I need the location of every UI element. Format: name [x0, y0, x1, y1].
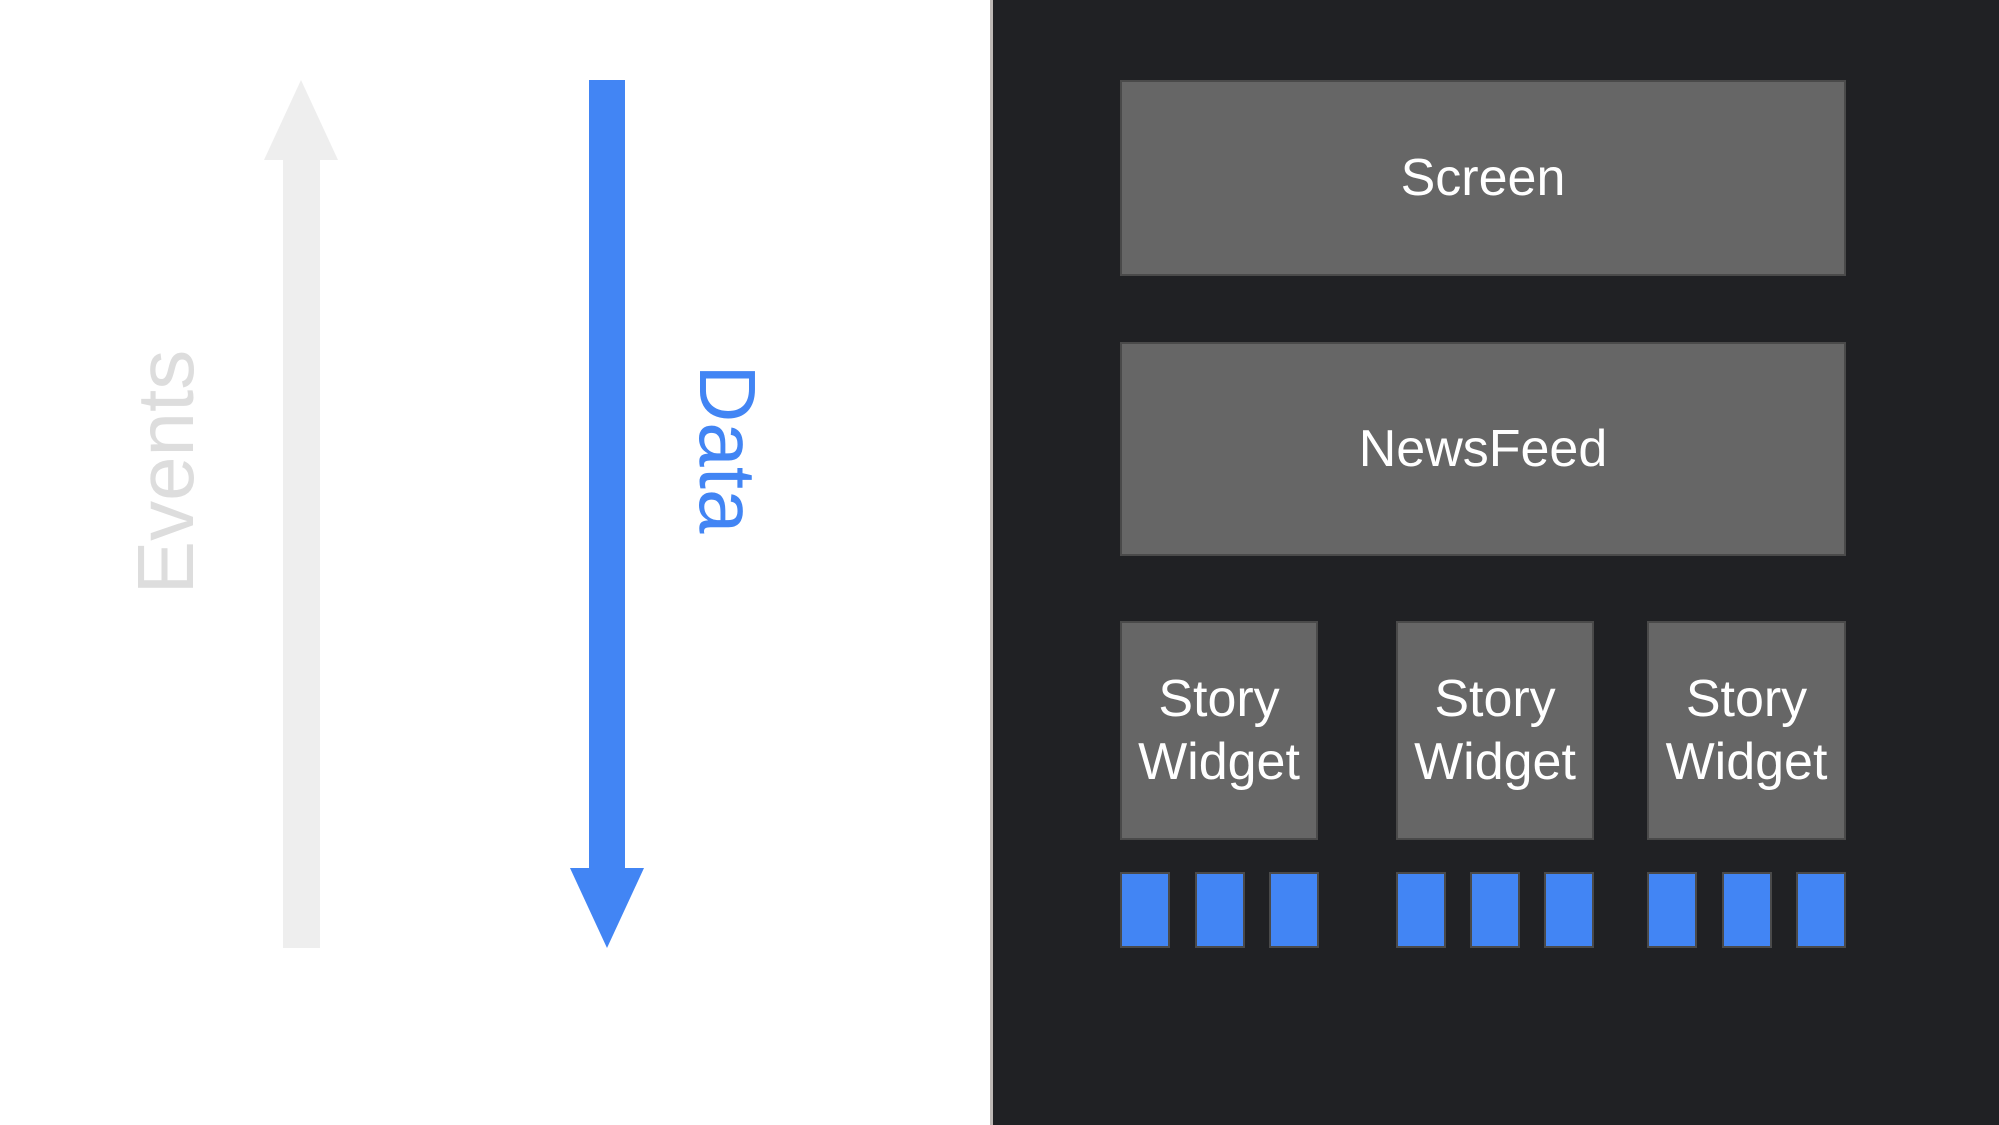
leaf-widget	[1120, 872, 1170, 948]
events-arrow-icon	[264, 80, 338, 948]
screen-label: Screen	[1400, 148, 1566, 207]
leaf-widget	[1796, 872, 1846, 948]
story-widget-line2: Widget	[1138, 732, 1300, 791]
leaf-widget	[1470, 872, 1520, 948]
leaf-widget	[1647, 872, 1697, 948]
newsfeed-box: NewsFeed	[1120, 342, 1846, 556]
data-arrow-icon	[570, 80, 644, 948]
leaf-widget	[1269, 872, 1319, 948]
story-widget-line2: Widget	[1414, 732, 1576, 791]
leaf-widget	[1544, 872, 1594, 948]
story-widget-line2: Widget	[1665, 732, 1828, 791]
screen-box: Screen	[1120, 80, 1846, 276]
story-widget-line1: Story	[1685, 670, 1808, 729]
newsfeed-label: NewsFeed	[1358, 419, 1608, 478]
leaf-widget	[1722, 872, 1772, 948]
events-label: Events	[121, 349, 210, 595]
leaf-widget	[1396, 872, 1446, 948]
story-widget-line1: Story	[1434, 670, 1556, 729]
story-widget-line1: Story	[1158, 670, 1280, 729]
data-label: Data	[683, 364, 772, 534]
leaf-widget	[1195, 872, 1245, 948]
arrows	[264, 80, 644, 948]
